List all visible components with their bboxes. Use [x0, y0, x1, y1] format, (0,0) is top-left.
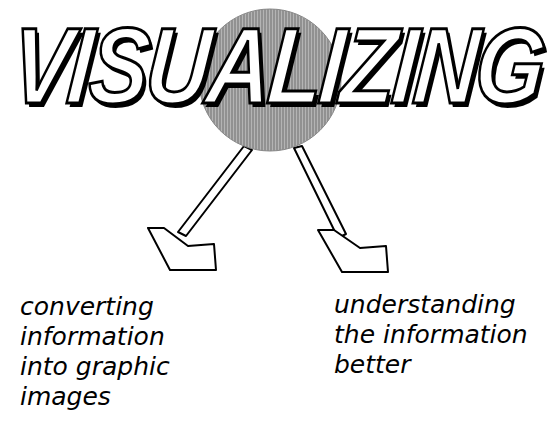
left-foot	[148, 228, 216, 270]
handwritten-caption: converting information into graphic imag…	[20, 292, 200, 412]
headline-word: VISUALIZING	[8, 12, 547, 120]
right-leg	[294, 146, 346, 238]
right-foot	[318, 230, 388, 272]
hatched-circle: VISUALIZING	[198, 8, 342, 152]
handwritten-caption: understanding the information better	[334, 290, 550, 380]
left-leg	[178, 146, 252, 236]
